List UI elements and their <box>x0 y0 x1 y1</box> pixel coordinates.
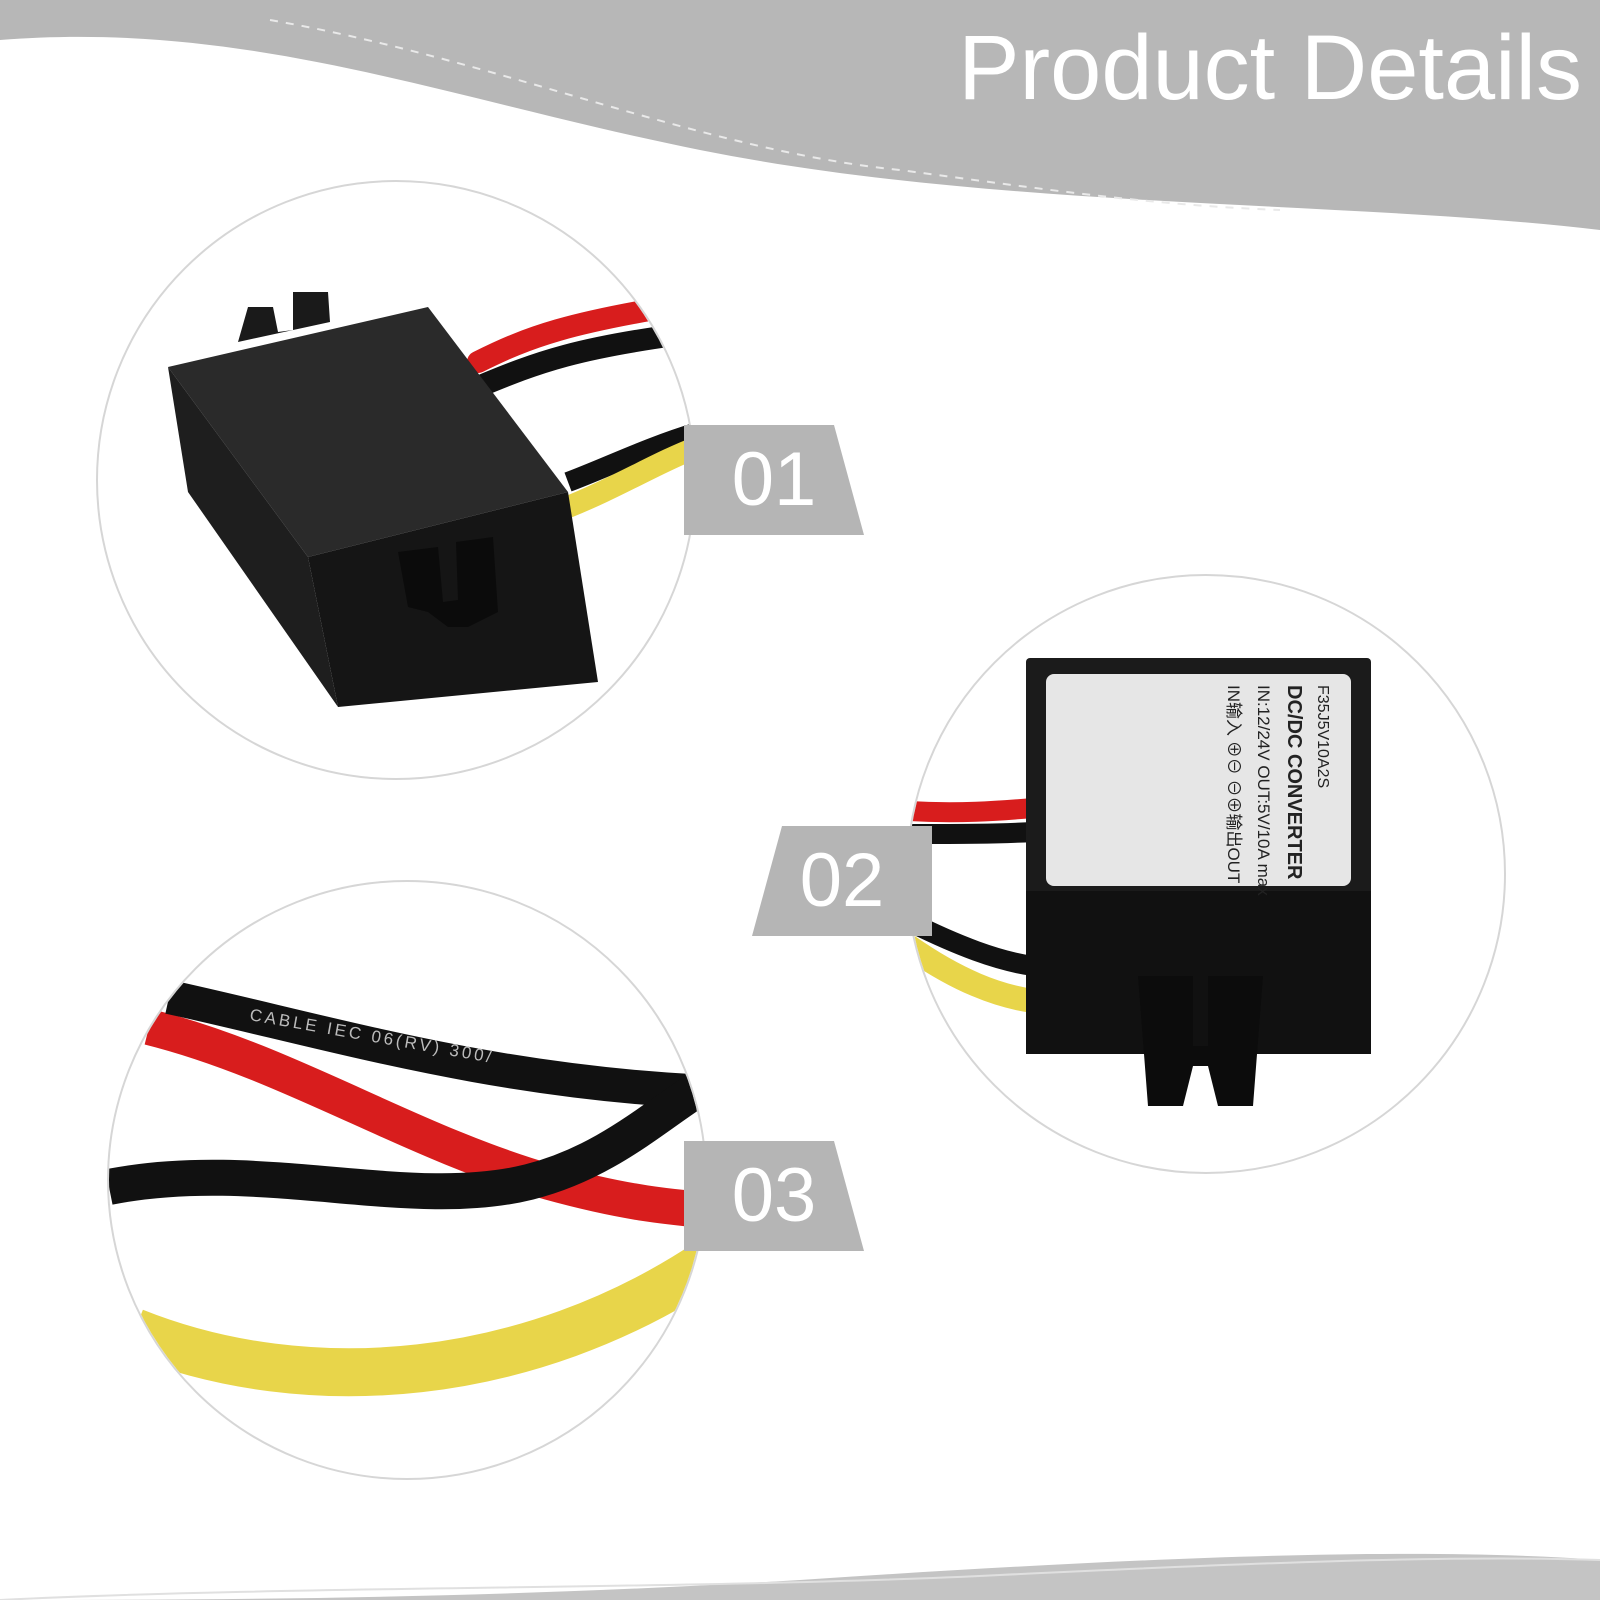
mounting-tab-front <box>398 537 498 627</box>
module-bottom-face <box>1026 891 1371 1054</box>
top-dashed-curve <box>269 19 1281 211</box>
black-wire-cross <box>109 1066 705 1210</box>
black-wire-lower <box>564 422 694 492</box>
detail-number-badge-01: 01 <box>684 425 864 535</box>
yellow-wire <box>908 936 1035 1013</box>
mounting-tab-top <box>238 292 330 342</box>
mounting-tab <box>1138 976 1263 1106</box>
red-wire <box>908 798 1034 823</box>
detail-number-01: 01 <box>731 437 817 522</box>
detail-number-03: 03 <box>731 1153 817 1238</box>
module-label <box>1046 674 1351 886</box>
detail-number-badge-02: 02 <box>752 826 932 936</box>
label-model: F35J5V10A2S <box>1314 685 1331 788</box>
module-front-face <box>308 492 598 707</box>
wires-closeup-illustration: CABLE IEC 06(RV) 300/ <box>109 980 705 1397</box>
detail-image-circle-01 <box>96 180 696 780</box>
detail-number-badge-03: 03 <box>684 1141 864 1251</box>
label-pinout: IN输入 ⊕⊖ ⊖⊕输出OUT <box>1224 685 1243 883</box>
yellow-wire <box>125 1242 705 1397</box>
module-left-face <box>168 367 338 707</box>
red-wire <box>467 291 694 373</box>
red-wire <box>144 1009 705 1229</box>
detail-image-circle-02: F35J5V10A2S DC/DC CONVERTER IN:12/24V OU… <box>906 574 1506 1174</box>
label-title: DC/DC CONVERTER <box>1283 685 1305 880</box>
black-wire <box>473 321 694 398</box>
module-label-illustration: F35J5V10A2S DC/DC CONVERTER IN:12/24V OU… <box>908 658 1371 1106</box>
module-top-face <box>168 307 568 557</box>
top-gray-band <box>0 0 1600 230</box>
page-title: Product Details <box>958 17 1582 119</box>
module-side-illustration <box>168 291 694 707</box>
black-wire <box>165 980 705 1109</box>
detail-image-circle-03: CABLE IEC 06(RV) 300/ <box>107 880 707 1480</box>
detail-number-02: 02 <box>799 838 885 923</box>
label-spec: IN:12/24V OUT:5V/10A max <box>1254 685 1273 896</box>
